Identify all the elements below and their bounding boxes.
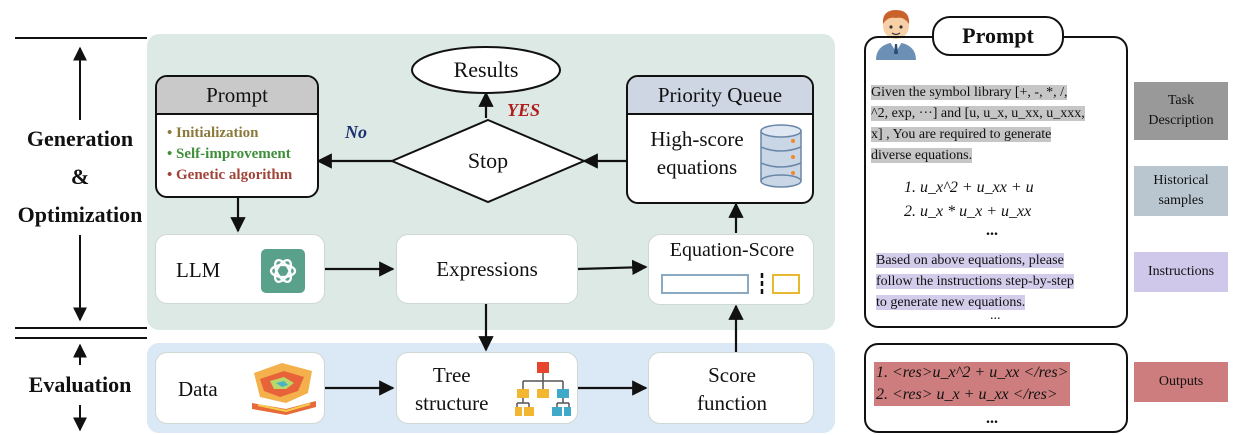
stop-decision (390, 118, 586, 204)
llm-label: LLM (176, 257, 221, 282)
llm-box: LLM (155, 234, 325, 304)
flow-arrows (230, 91, 744, 396)
pq-line1: High-score (650, 127, 744, 151)
evaluation-label: Evaluation (28, 372, 132, 397)
tree-line1: Tree (432, 363, 471, 387)
equation-score-box: Equation-Score (648, 234, 814, 305)
output-2: 2. <res> u_x + u_xx </res> (874, 384, 1071, 406)
priority-queue-title: Priority Queue (628, 77, 812, 115)
tag-historical-samples: Historical samples (1134, 166, 1228, 216)
generation-optimization-label: Generation & Optimization (5, 120, 155, 234)
historical-samples: 1. u_x^2 + u_xx + u 2. u_x * u_x + u_xx (904, 176, 1034, 224)
tag-outputs: Outputs (1134, 362, 1228, 402)
instruction-line-1: Based on above equations, please (876, 253, 1064, 268)
results-node (411, 46, 561, 94)
task-line-4: diverse equations. (871, 148, 973, 163)
output-1: 1. <res>u_x^2 + u_xx </res> (874, 362, 1071, 384)
stop-label: Stop (467, 148, 509, 173)
prompt-box-title: Prompt (157, 77, 317, 115)
ampersand-text: & (70, 164, 90, 189)
data-label: Data (178, 376, 218, 401)
yes-label: YES (507, 100, 541, 120)
outputs-panel (864, 343, 1128, 433)
tag-task-line1: Task (1167, 93, 1195, 108)
score-function-label: Score function (649, 361, 815, 417)
data-box: Data (155, 352, 325, 424)
no-label: No (345, 122, 367, 142)
high-score-equations-label: High-score equations (642, 125, 752, 181)
task-line-1: Given the symbol library [+, -, *, /, (871, 85, 1068, 100)
bullet-self-improvement: • Self-improvement (167, 146, 291, 162)
expressions-box: Expressions (396, 234, 578, 304)
instructions-ellipsis: ... (990, 308, 1001, 323)
outputs-list: 1. <res>u_x^2 + u_xx </res> 2. <res> u_x… (874, 362, 1071, 406)
tag-hist-line2: samples (1158, 193, 1204, 208)
tag-hist-line1: Historical (1153, 173, 1209, 188)
user-avatar-icon (876, 10, 916, 60)
pq-line2: equations (656, 155, 738, 179)
tree-structure-label: Tree structure (415, 361, 488, 417)
task-line-2: ^2, exp, ···] and [u, u_x, u_xx, u_xxx, (871, 106, 1085, 121)
task-description-text: Given the symbol library [+, -, *, /, ^2… (871, 82, 1129, 166)
bullet-genetic-algorithm: • Genetic algorithm (167, 167, 293, 183)
instruction-line-2: follow the instructions step-by-step (876, 274, 1074, 289)
prompt-box: Prompt • Initialization • Self-improveme… (155, 75, 319, 198)
bullet-self-improvement-text: Self-improvement (176, 146, 291, 162)
instruction-line-3: to generate new equations. (876, 295, 1026, 310)
database-icon (760, 124, 802, 188)
outputs-ellipsis: ... (986, 410, 998, 427)
tree-line2: structure (415, 391, 489, 415)
prompt-panel-title: Prompt (932, 16, 1064, 56)
generation-text: Generation (26, 126, 134, 151)
priority-queue-box: Priority Queue High-score equations (626, 75, 814, 204)
bullet-genetic-algorithm-text: Genetic algorithm (176, 167, 293, 183)
terrain-map-icon (252, 363, 316, 415)
historical-sample-2: 2. u_x * u_x + u_xx (904, 203, 1032, 220)
tree-hierarchy-icon (515, 362, 571, 416)
side-arrows (15, 37, 147, 432)
tree-structure-box: Tree structure (396, 352, 578, 424)
instructions-text: Based on above equations, please follow … (876, 250, 1128, 313)
historical-sample-1: 1. u_x^2 + u_xx + u (904, 179, 1034, 196)
bullet-initialization: • Initialization (167, 125, 259, 141)
results-label: Results (453, 57, 519, 82)
score-line1: Score (708, 363, 756, 387)
history-ellipsis: ... (986, 222, 998, 239)
optimization-text: Optimization (17, 202, 143, 227)
score-line2: function (697, 391, 767, 415)
score-function-box: Score function (648, 352, 814, 424)
openai-icon (261, 249, 305, 293)
task-line-3: x] , You are required to generate (871, 127, 1052, 142)
equation-score-label: Equation-Score (669, 239, 795, 261)
equation-score-glyph (661, 273, 800, 295)
tag-instructions: Instructions (1134, 252, 1228, 292)
tag-task-line2: Description (1148, 113, 1214, 128)
bullet-initialization-text: Initialization (176, 125, 259, 141)
